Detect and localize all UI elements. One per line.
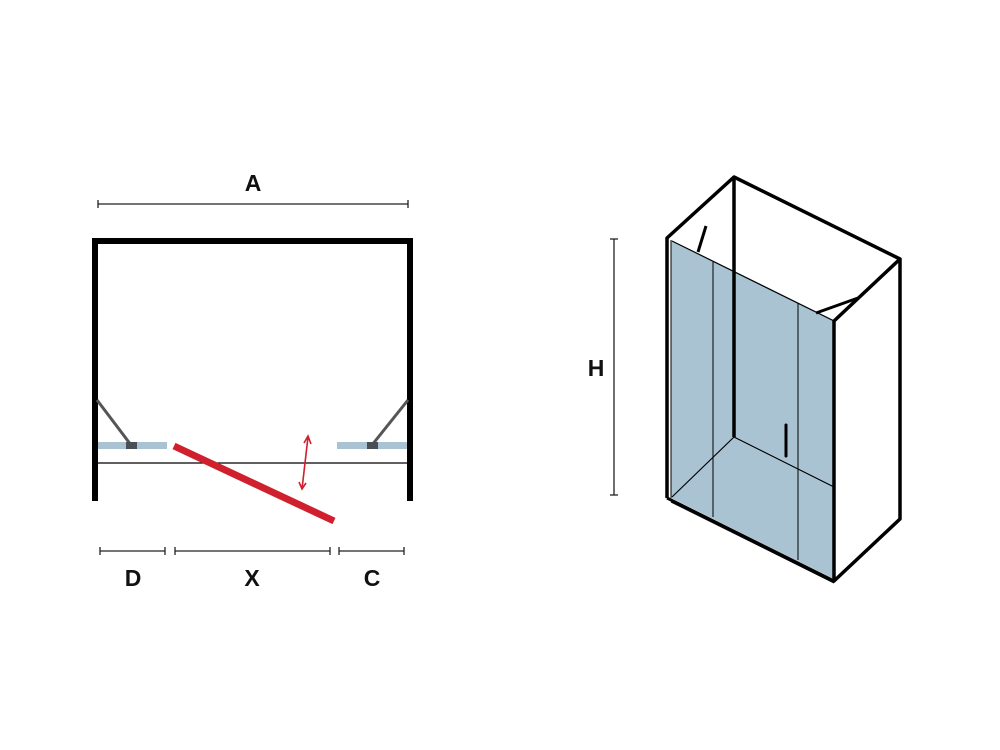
dimension-c (338, 547, 405, 555)
dimension-x (174, 547, 331, 555)
dimension-h (610, 238, 618, 496)
label-c: C (364, 565, 381, 591)
enclosure-frame (665, 175, 902, 584)
right-support-bar (370, 399, 410, 446)
label-x: X (244, 565, 260, 591)
wall-frame (92, 238, 413, 501)
glass-panel (671, 240, 834, 579)
right-hinge (367, 442, 378, 449)
plan-view: A D X C (92, 170, 413, 591)
label-a: A (245, 170, 262, 196)
label-h: H (588, 355, 605, 381)
swing-arrow-icon (298, 434, 312, 491)
dimension-a (97, 200, 409, 208)
label-d: D (125, 565, 142, 591)
perspective-view: H (588, 175, 902, 584)
left-support-bar (95, 399, 133, 446)
swing-door (172, 442, 336, 525)
left-hinge (126, 442, 137, 449)
dimension-d (99, 547, 166, 555)
